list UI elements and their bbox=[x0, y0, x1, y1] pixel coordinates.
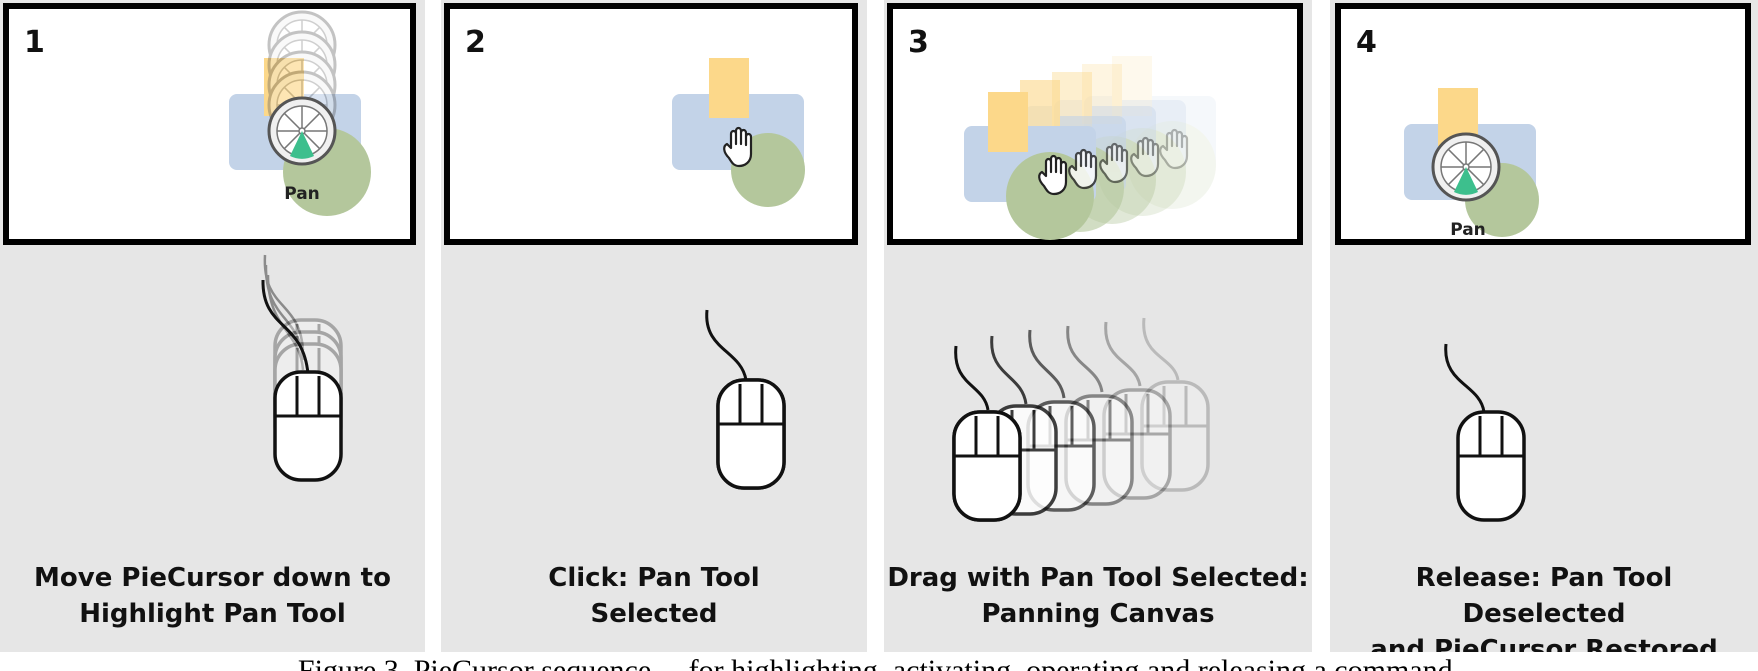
pan-label: Pan bbox=[1450, 220, 1486, 240]
pie-cursor-icon bbox=[1431, 132, 1501, 202]
step-panel-2: 2 Click: Pan Tool Selected bbox=[441, 0, 867, 652]
pie-cursor-icon bbox=[267, 96, 337, 166]
step-2-illustration: 2 bbox=[444, 3, 858, 490]
screen-frame bbox=[1335, 3, 1751, 245]
step-4-illustration: 4 Pan bbox=[1335, 3, 1751, 522]
step-caption: Click: Pan Tool Selected bbox=[548, 563, 760, 629]
pan-label: Pan bbox=[284, 184, 320, 204]
yellow-rect bbox=[709, 58, 749, 118]
step-panel-4: 4 Pan Release: Pan Tool Deselected and P… bbox=[1330, 0, 1758, 665]
screen-frame bbox=[444, 3, 858, 245]
mouse-trail bbox=[988, 317, 1210, 516]
mouse-icon bbox=[952, 345, 1022, 522]
step-3-illustration: 3 bbox=[887, 3, 1303, 522]
step-caption: Drag with Pan Tool Selected: Panning Can… bbox=[887, 563, 1309, 629]
step-panel-1: 1 Pan Move PieCursor do bbox=[0, 0, 425, 652]
mouse-icon bbox=[1444, 343, 1526, 522]
mouse-icon bbox=[261, 279, 343, 482]
mouse-icon bbox=[705, 309, 786, 490]
step-caption: Move PieCursor down to Highlight Pan Too… bbox=[34, 563, 391, 629]
step-number: 3 bbox=[908, 25, 929, 60]
step-panel-3: 3 bbox=[884, 0, 1312, 652]
yellow-rect bbox=[988, 92, 1028, 152]
step-1-illustration: 1 Pan bbox=[3, 3, 416, 482]
step-number: 2 bbox=[465, 25, 486, 60]
step-number: 1 bbox=[24, 25, 45, 60]
figure-caption: Figure 3. PieCursor sequence ... for hig… bbox=[0, 652, 1758, 671]
step-number: 4 bbox=[1356, 25, 1377, 60]
